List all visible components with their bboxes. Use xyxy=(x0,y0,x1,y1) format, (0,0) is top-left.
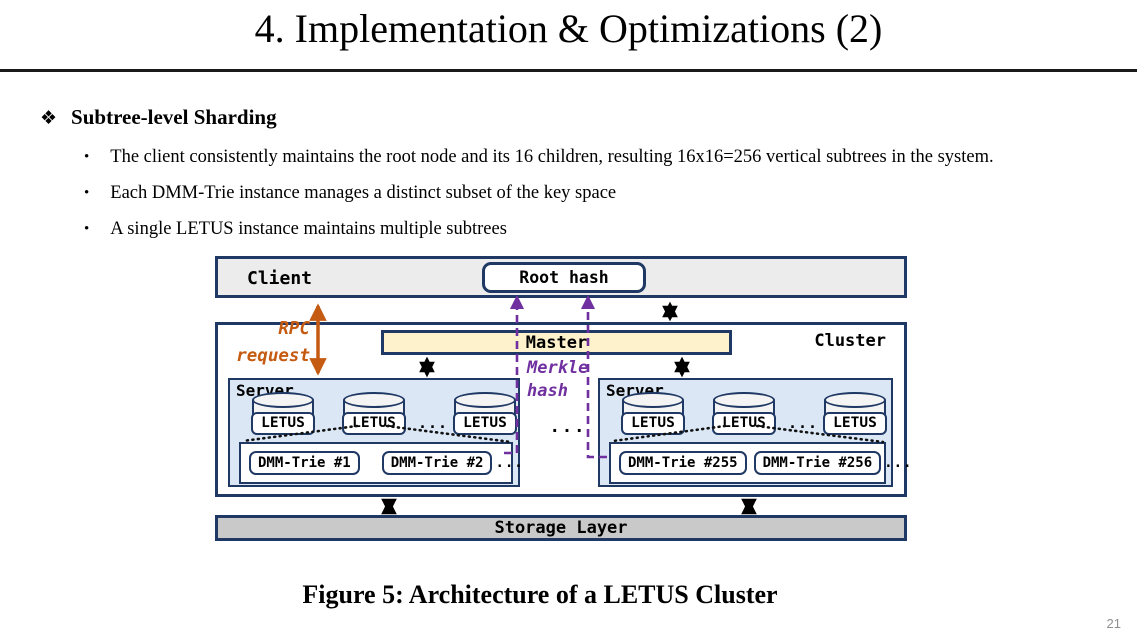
database-cylinder-top-icon xyxy=(824,392,886,408)
bullet-text: Each DMM-Trie instance manages a distinc… xyxy=(110,183,617,203)
letus-instance: LETUS xyxy=(823,392,887,435)
letus-label: LETUS xyxy=(251,412,315,435)
slide-title: 4. Implementation & Optimizations (2) xyxy=(254,6,883,51)
letus-instance: LETUS xyxy=(251,392,315,435)
database-cylinder-top-icon xyxy=(343,392,405,408)
merkle-hash-label: Merkle hash xyxy=(527,357,588,403)
letus-instance: LETUS xyxy=(342,392,406,435)
ellipsis: ... xyxy=(884,455,913,471)
architecture-diagram: Client Root hash Cluster Master Server L… xyxy=(215,256,911,546)
figure-caption: Figure 5: Architecture of a LETUS Cluste… xyxy=(302,580,778,609)
bullet-text: The client consistently maintains the ro… xyxy=(110,147,994,167)
cluster-label: Cluster xyxy=(814,331,886,351)
client-label: Client xyxy=(247,268,313,289)
database-cylinder-top-icon xyxy=(713,392,775,408)
letus-label: LETUS xyxy=(342,412,406,435)
letus-instance: LETUS xyxy=(621,392,685,435)
ellipsis: ... xyxy=(787,414,819,432)
ellipsis-between-servers: ... xyxy=(549,417,587,437)
dmm-trie-box: DMM-Trie #2 xyxy=(381,451,493,475)
letus-label: LETUS xyxy=(621,412,685,435)
dmm-trie-box: DMM-Trie #255 xyxy=(619,451,747,475)
ellipsis: ... xyxy=(495,455,524,471)
bullet-icon: • xyxy=(84,185,90,201)
bullet-item: • The client consistently maintains the … xyxy=(84,146,1124,168)
server-box-1: Server LETUS LETUS ... LETUS DMM-Trie #1… xyxy=(228,378,523,487)
server-box-2: Server LETUS LETUS ... LETUS DMM-Trie #2… xyxy=(598,378,911,487)
merkle-line1: Merkle xyxy=(527,358,589,378)
bullet-item: • Each DMM-Trie instance manages a disti… xyxy=(84,182,1124,204)
bullet-item: • A single LETUS instance maintains mult… xyxy=(84,218,1124,240)
database-cylinder-top-icon xyxy=(622,392,684,408)
master-box: Master xyxy=(381,330,732,355)
page-number: 21 xyxy=(1106,616,1121,631)
merkle-line2: hash xyxy=(527,381,568,401)
rpc-request-label: RPC request xyxy=(215,316,310,370)
bullet-icon: • xyxy=(84,221,90,237)
root-hash-box: Root hash xyxy=(482,262,646,293)
title-divider xyxy=(0,69,1137,72)
bullet-text: A single LETUS instance maintains multip… xyxy=(110,219,507,239)
letus-label: LETUS xyxy=(712,412,776,435)
storage-layer-box: Storage Layer xyxy=(215,515,907,541)
rpc-line2: request xyxy=(236,346,310,366)
letus-label: LETUS xyxy=(823,412,887,435)
ellipsis: ... xyxy=(417,414,449,432)
dmm-trie-box: DMM-Trie #1 xyxy=(249,451,360,475)
letus-instance: LETUS xyxy=(712,392,776,435)
trie-container: DMM-Trie #1 DMM-Trie #2 ... xyxy=(239,442,523,484)
rpc-line1: RPC xyxy=(278,319,310,339)
diamond-bullet-icon: ❖ xyxy=(40,107,58,129)
letus-label: LETUS xyxy=(453,412,517,435)
trie-container: DMM-Trie #255 DMM-Trie #256 ... xyxy=(609,442,911,484)
database-cylinder-top-icon xyxy=(252,392,314,408)
section-heading-text: Subtree-level Sharding xyxy=(71,105,277,129)
database-cylinder-top-icon xyxy=(454,392,516,408)
client-box: Client Root hash xyxy=(215,256,907,298)
bullet-icon: • xyxy=(84,149,90,165)
letus-instance: LETUS xyxy=(453,392,517,435)
section-heading: ❖ Subtree-level Sharding xyxy=(40,105,277,130)
bullet-list: • The client consistently maintains the … xyxy=(84,146,1124,254)
dmm-trie-box: DMM-Trie #256 xyxy=(753,451,882,475)
